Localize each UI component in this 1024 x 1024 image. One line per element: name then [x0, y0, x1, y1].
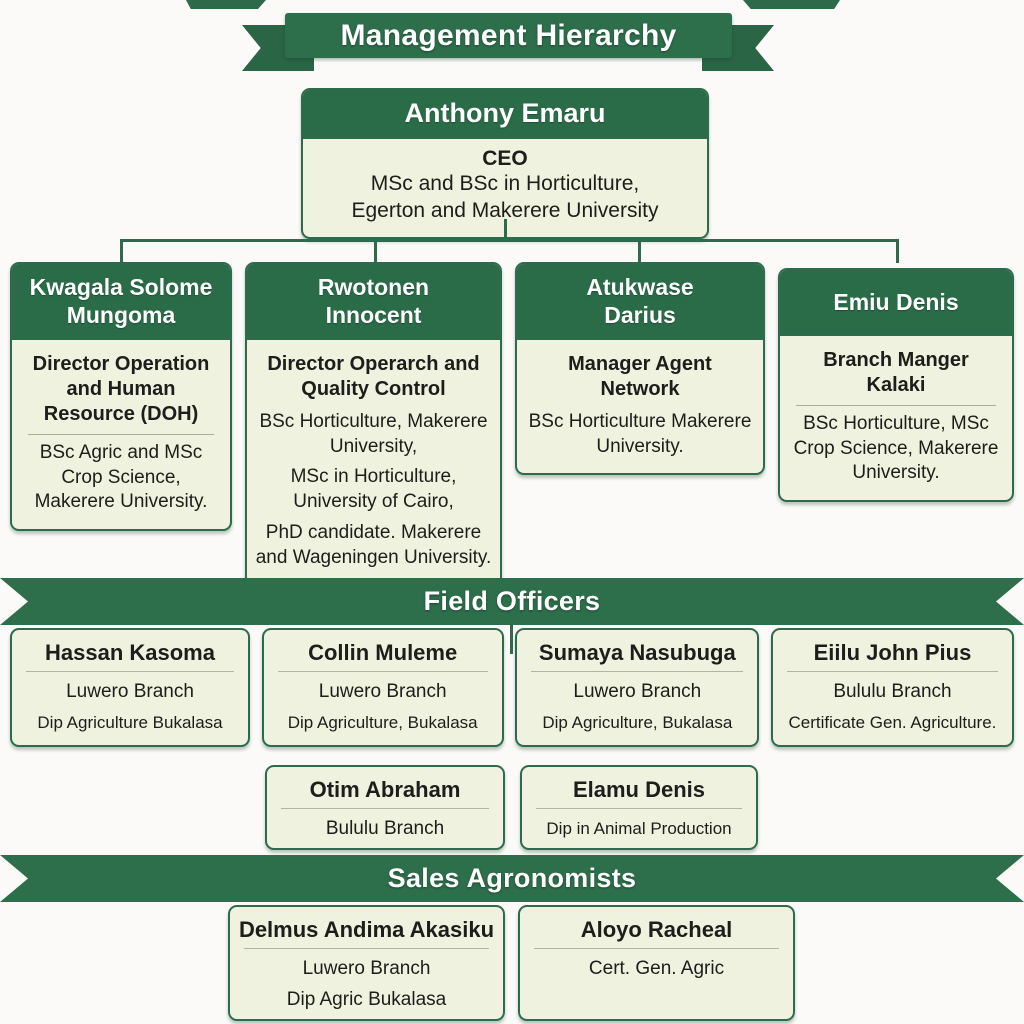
manager-card-body: Director Operarch and Quality Control BS…	[247, 340, 500, 584]
manager-qualification: BSc Agric and MSc Crop Science, Makerere…	[34, 442, 208, 513]
field-officer-qualification: Certificate Gen. Agriculture.	[788, 713, 997, 732]
sales-agronomist-branch: Luwero Branch	[302, 958, 431, 979]
divider	[796, 405, 996, 407]
sales-agronomist-card-delmus-andima-akasiku: Delmus Andima Akasiku Luwero Branch Dip …	[228, 905, 505, 1021]
field-officer-qualification: Dip Agriculture, Bukalasa	[542, 713, 733, 732]
connector-ceo-vertical	[504, 219, 507, 241]
field-officer-branch: Luwero Branch	[318, 681, 447, 702]
field-officers-row-2: Otim Abraham Bululu Branch Elamu Denis D…	[265, 765, 758, 850]
divider	[281, 808, 489, 809]
top-ribbon-fragment-left	[186, 0, 266, 9]
field-officer-name: Otim Abraham	[309, 777, 461, 802]
field-officer-branch: Bululu Branch	[833, 681, 952, 702]
field-officers-row-1: Hassan Kasoma Luwero Branch Dip Agricult…	[10, 628, 1014, 747]
ceo-qualification-line2: Egerton and Makerere University	[351, 198, 659, 222]
field-officer-card-hassan-kasoma: Hassan Kasoma Luwero Branch Dip Agricult…	[10, 628, 250, 747]
divider	[536, 808, 742, 809]
field-officer-name: Hassan Kasoma	[45, 640, 215, 665]
manager-name: Emiu Denis	[780, 270, 1012, 337]
manager-name: Rwotonen Innocent	[247, 264, 500, 341]
manager-qualification: BSc Horticulture, MSc Crop Science, Make…	[793, 413, 999, 484]
ceo-qualification-line1: MSc and BSc in Horticulture,	[370, 172, 640, 195]
manager-card-atukwase-darius: Atukwase Darius Manager Agent Network BS…	[515, 262, 765, 476]
sales-agronomists-row: Delmus Andima Akasiku Luwero Branch Dip …	[228, 905, 795, 1021]
divider	[26, 671, 234, 672]
field-officer-card-eiilu-john-pius: Eiilu John Pius Bululu Branch Certificat…	[770, 628, 1014, 747]
field-officer-card-elamu-denis: Elamu Denis Dip in Animal Production	[520, 765, 758, 850]
field-officer-branch: Bululu Branch	[325, 818, 445, 839]
manager-card-body: Branch Manger Kalaki BSc Horticulture, M…	[780, 336, 1012, 500]
ceo-card-body: CEO MSc and BSc in Horticulture, Egerton…	[303, 139, 707, 237]
manager-role: Manager Agent Network	[568, 353, 712, 401]
field-officers-banner-text: Field Officers	[423, 586, 601, 616]
manager-role: Branch Manger Kalaki	[823, 349, 969, 397]
divider	[534, 948, 779, 949]
ceo-name: Anthony Emaru	[303, 90, 707, 139]
manager-qualification: MSc in Horticulture, University of Cairo…	[290, 466, 457, 513]
field-officer-branch: Luwero Branch	[573, 681, 702, 702]
field-officer-qualification: Dip in Animal Production	[546, 819, 732, 838]
connector-manager1-drop	[120, 241, 123, 263]
field-officer-qualification: Dip Agriculture, Bukalasa	[287, 713, 478, 732]
connector-manager3-drop	[638, 241, 641, 263]
manager-card-rwotonen-innocent: Rwotonen Innocent Director Operarch and …	[245, 262, 502, 587]
divider	[786, 671, 998, 672]
sales-agronomist-name: Aloyo Racheal	[580, 917, 733, 942]
connector-horizontal-bar	[120, 239, 899, 242]
ceo-card: Anthony Emaru CEO MSc and BSc in Horticu…	[301, 88, 709, 239]
manager-card-kwagala-solome-mungoma: Kwagala Solome Mungoma Director Operatio…	[10, 262, 232, 532]
field-officer-card-collin-muleme: Collin Muleme Luwero Branch Dip Agricult…	[261, 628, 504, 747]
field-officer-qualification: Dip Agriculture Bukalasa	[37, 713, 223, 732]
field-officer-branch: Luwero Branch	[66, 681, 194, 702]
field-officer-name: Collin Muleme	[308, 640, 458, 665]
field-officers-banner: Field Officers	[0, 578, 1024, 625]
manager-role: Director Operation and Human Resource (D…	[32, 353, 210, 426]
field-officer-name: Elamu Denis	[572, 777, 706, 802]
manager-qualification: BSc Horticulture, Makerere University,	[259, 411, 488, 457]
field-officer-card-otim-abraham: Otim Abraham Bululu Branch	[265, 765, 505, 850]
divider	[244, 948, 489, 949]
sales-agronomist-qualification: Cert. Gen. Agric	[588, 958, 725, 979]
divider	[531, 671, 744, 672]
manager-name: Kwagala Solome Mungoma	[12, 264, 230, 341]
managers-row: Kwagala Solome Mungoma Director Operatio…	[10, 262, 1014, 587]
top-ribbon-fragment-right	[743, 0, 840, 9]
manager-card-body: Manager Agent Network BSc Horticulture M…	[517, 340, 763, 473]
connector-manager2-drop	[374, 241, 377, 263]
manager-role: Director Operarch and Quality Control	[267, 353, 480, 401]
manager-name: Atukwase Darius	[517, 264, 763, 341]
connector-field-officers-stub	[510, 624, 513, 654]
field-officer-card-sumaya-nasubuga: Sumaya Nasubuga Luwero Branch Dip Agricu…	[515, 628, 760, 747]
sales-agronomists-banner: Sales Agronomists	[0, 855, 1024, 902]
manager-qualification: BSc Horticulture Makerere University.	[528, 411, 752, 457]
sales-agronomist-card-aloyo-racheal: Aloyo Racheal Cert. Gen. Agric	[518, 905, 795, 1021]
manager-qualification: PhD candidate. Makerere and Wageningen U…	[255, 521, 492, 568]
connector-manager4-drop	[896, 241, 899, 263]
divider	[277, 671, 488, 672]
divider	[28, 434, 214, 436]
manager-card-body: Director Operation and Human Resource (D…	[12, 340, 230, 529]
field-officer-name: Sumaya Nasubuga	[538, 640, 736, 665]
sales-agronomists-banner-text: Sales Agronomists	[387, 863, 637, 893]
field-officer-name: Eiilu John Pius	[813, 640, 972, 665]
title-banner: Management Hierarchy	[285, 13, 732, 58]
manager-card-emiu-denis: Emiu Denis Branch Manger Kalaki BSc Hort…	[778, 268, 1014, 503]
sales-agronomist-name: Delmus Andima Akasiku	[238, 917, 495, 942]
sales-agronomist-qualification: Dip Agric Bukalasa	[286, 989, 447, 1010]
ceo-title: CEO	[482, 147, 528, 170]
title-banner-text: Management Hierarchy	[340, 18, 677, 52]
